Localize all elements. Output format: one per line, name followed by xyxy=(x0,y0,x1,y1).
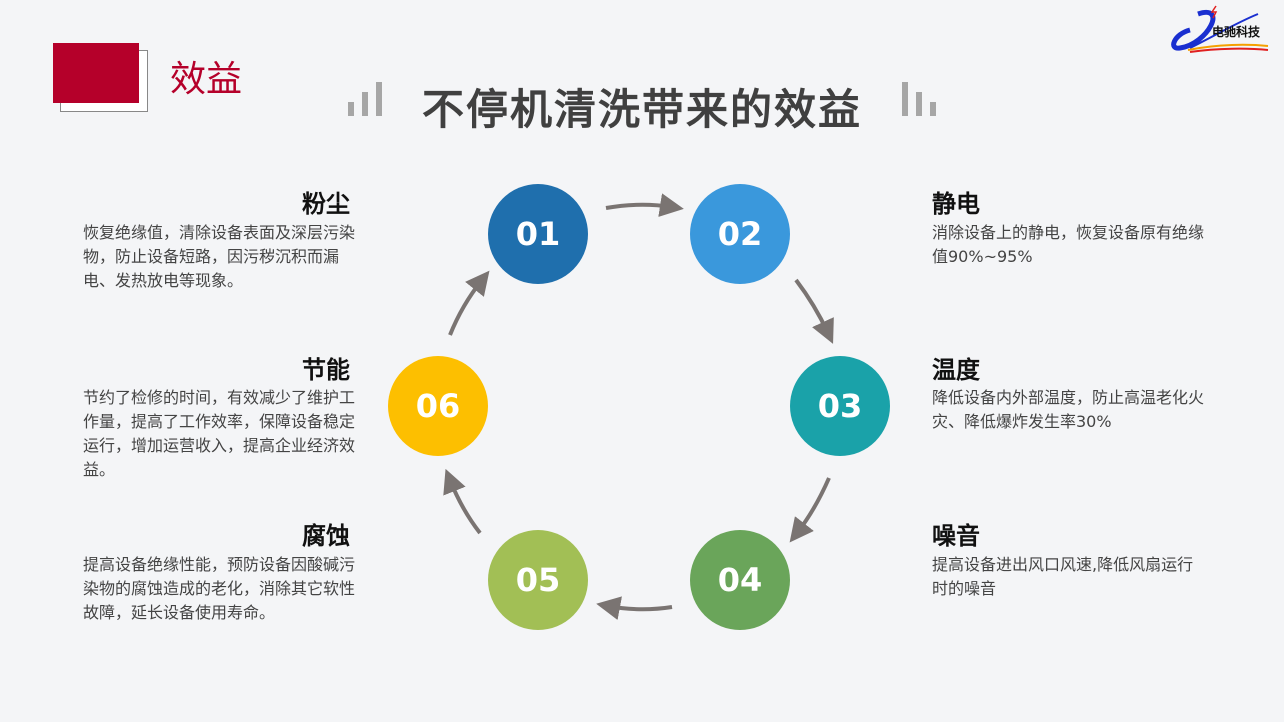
arrow-05-06 xyxy=(443,468,482,535)
arrow-01-02 xyxy=(605,193,684,218)
body-temperature: 降低设备内外部温度，防止高温老化火灾、降低爆炸发生率30% xyxy=(932,388,1205,431)
title-bars-left-icon xyxy=(348,76,388,116)
arrow-03-04 xyxy=(789,477,831,543)
arrow-06-01 xyxy=(448,270,490,336)
heading-noise: 噪音 xyxy=(932,522,980,550)
heading-energy: 节能 xyxy=(302,356,350,384)
body-static: 消除设备上的静电，恢复设备原有绝缘值90%~95% xyxy=(932,223,1205,266)
page-title: 不停机清洗带来的效益 xyxy=(421,85,862,134)
heading-static: 静电 xyxy=(932,190,980,218)
svg-text:电驰科技: 电驰科技 xyxy=(1212,24,1261,39)
arrow-02-03 xyxy=(794,278,834,344)
step-circle-04: 04 xyxy=(690,530,790,630)
company-logo: 电驰科技 xyxy=(1171,5,1269,53)
arrow-04-05 xyxy=(596,596,673,621)
body-energy: 节约了检修的时间，有效减少了维护工作量，提高了工作效率，保障设备稳定运行，增加运… xyxy=(83,388,356,479)
heading-corrosion: 腐蚀 xyxy=(302,522,350,550)
step-circle-05: 05 xyxy=(488,530,588,630)
section-label: 效益 xyxy=(170,59,243,100)
body-noise: 提高设备进出风口风速,降低风扇运行时的噪音 xyxy=(932,555,1194,598)
heading-dust: 粉尘 xyxy=(302,190,350,218)
section-badge xyxy=(53,43,139,103)
body-dust: 恢复绝缘值，清除设备表面及深层污染物，防止设备短路，因污秽沉积而漏电、发热放电等… xyxy=(83,223,356,290)
step-circle-06: 06 xyxy=(388,356,488,456)
body-corrosion: 提高设备绝缘性能，预防设备因酸碱污染物的腐蚀造成的老化，消除其它软性故障，延长设… xyxy=(83,555,356,622)
step-circle-02: 02 xyxy=(690,184,790,284)
title-bars-right-icon xyxy=(902,76,942,116)
step-circle-03: 03 xyxy=(790,356,890,456)
heading-temperature: 温度 xyxy=(932,356,980,384)
step-circle-01: 01 xyxy=(488,184,588,284)
